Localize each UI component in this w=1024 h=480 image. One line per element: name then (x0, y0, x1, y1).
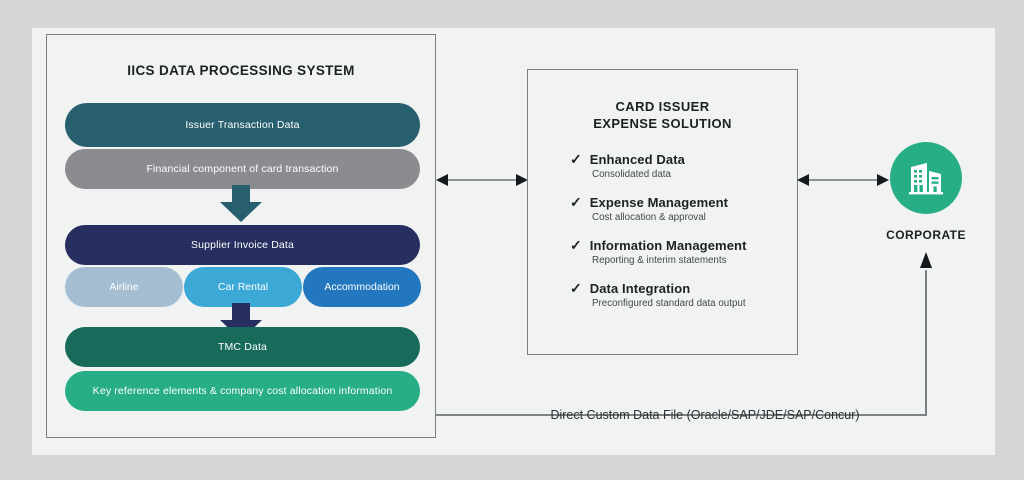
check-icon: ✓ (570, 280, 582, 296)
subpill-label: Car Rental (217, 281, 269, 293)
pill-supplier-invoice-data[interactable]: Supplier Invoice Data (65, 225, 420, 265)
subpill-airline[interactable]: Airline (65, 267, 183, 307)
pill-label: Financial component of card transaction (146, 163, 339, 175)
feature-list: ✓ Enhanced Data Consolidated data ✓ Expe… (570, 152, 785, 324)
feature-title: Enhanced Data (589, 152, 685, 167)
feature-title: Expense Management (589, 195, 729, 210)
pill-label: Issuer Transaction Data (185, 119, 300, 131)
page-title: IICS DATA PROCESSING SYSTEM (127, 63, 355, 78)
feature-subtitle: Reporting & interim statements (592, 255, 727, 266)
subpill-accommodation[interactable]: Accommodation (303, 267, 421, 307)
office-building-icon (909, 163, 943, 195)
pill-financial-component[interactable]: Financial component of card transaction (65, 149, 420, 189)
check-icon: ✓ (570, 237, 582, 253)
navy-down-arrow-icon (219, 303, 263, 341)
center-panel-title-line1: CARD ISSUER (615, 99, 710, 114)
corporate-label: CORPORATE (886, 228, 966, 242)
subpill-label: Airline (109, 281, 139, 293)
connector-right-bidirectional-arrow-icon (797, 168, 889, 192)
feature-enhanced-data: ✓ Enhanced Data Consolidated data (570, 152, 785, 180)
feature-expense-management: ✓ Expense Management Cost allocation & a… (570, 195, 785, 223)
feature-subtitle: Cost allocation & approval (592, 212, 706, 223)
pill-tmc-data[interactable]: TMC Data (65, 327, 420, 367)
pill-label: TMC Data (217, 341, 268, 353)
pill-key-reference-elements[interactable]: Key reference elements & company cost al… (65, 371, 420, 411)
subpill-car-rental[interactable]: Car Rental (184, 267, 302, 307)
feature-information-management: ✓ Information Management Reporting & int… (570, 238, 785, 266)
subpill-label: Accommodation (324, 281, 400, 293)
connector-left-bidirectional-arrow-icon (436, 168, 528, 192)
feature-title: Data Integration (589, 281, 691, 296)
feature-data-integration: ✓ Data Integration Preconfigured standar… (570, 281, 785, 309)
check-icon: ✓ (570, 151, 582, 167)
center-panel-title: CARD ISSUER EXPENSE SOLUTION (528, 98, 797, 132)
bottom-connector-label: Direct Custom Data File (Oracle/SAP/JDE/… (550, 408, 860, 422)
direct-custom-data-file-path-arrow-icon (430, 248, 940, 428)
teal-down-arrow-icon (219, 185, 263, 223)
center-panel-title-line2: EXPENSE SOLUTION (593, 116, 732, 131)
feature-subtitle: Consolidated data (592, 169, 671, 180)
iics-data-processing-panel: IICS DATA PROCESSING SYSTEM Issuer Trans… (46, 34, 436, 438)
corporate-icon-circle (890, 142, 962, 214)
pill-issuer-transaction-data[interactable]: Issuer Transaction Data (65, 103, 420, 147)
pill-label: Key reference elements & company cost al… (92, 385, 393, 397)
check-icon: ✓ (570, 194, 582, 210)
pill-label: Supplier Invoice Data (191, 239, 294, 251)
feature-title: Information Management (589, 238, 747, 253)
card-issuer-expense-solution-panel: CARD ISSUER EXPENSE SOLUTION ✓ Enhanced … (527, 69, 798, 355)
feature-subtitle: Preconfigured standard data output (592, 298, 746, 309)
